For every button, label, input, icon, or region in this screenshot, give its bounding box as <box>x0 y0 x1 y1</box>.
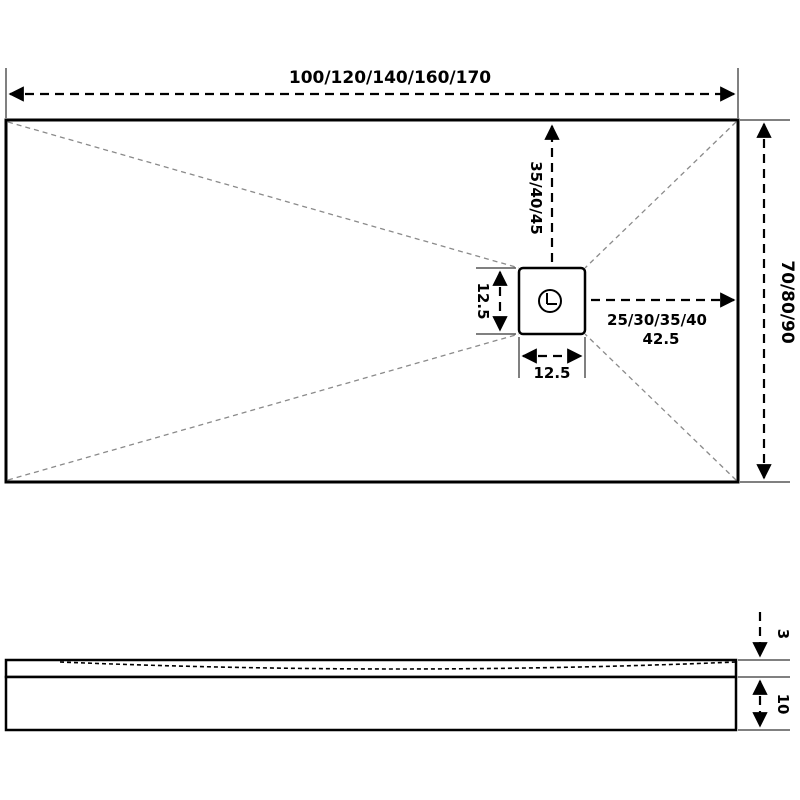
drain-icon <box>538 289 562 313</box>
drain-width-label: 12.5 <box>533 364 570 382</box>
tray-outline <box>4 118 740 484</box>
rim-thickness-label: 3 <box>774 629 792 639</box>
slope-line-top-right <box>584 121 737 269</box>
top-view: 100/120/140/160/170 35/40/45 25/30/35/40… <box>4 68 797 484</box>
base-thickness-label: 10 <box>774 694 792 715</box>
depth-label: 70/80/90 <box>777 260 797 344</box>
width-label: 100/120/140/160/170 <box>289 68 491 88</box>
rim-slope-curve <box>59 661 737 670</box>
tray-base-outline <box>4 675 738 732</box>
side-view: 3 10 <box>4 612 792 732</box>
drain-side-offset-label: 25/30/35/40 <box>607 311 707 329</box>
drain-side-offset-label-2: 42.5 <box>642 330 679 348</box>
slope-line-bottom-left <box>7 333 520 481</box>
slope-line-top-left <box>7 121 520 269</box>
drain-top-offset-label: 35/40/45 <box>527 161 545 235</box>
drain-height-label: 12.5 <box>474 282 492 319</box>
slope-line-bottom-right <box>584 333 737 481</box>
